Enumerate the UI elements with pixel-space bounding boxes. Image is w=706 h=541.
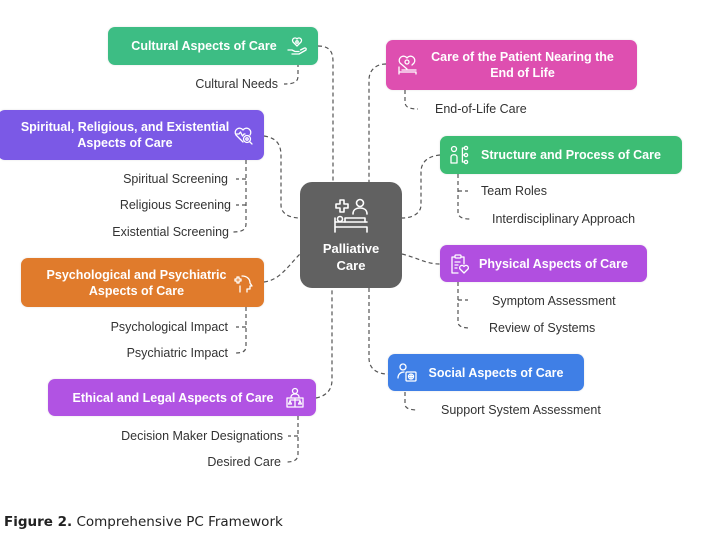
connector-hub-structure — [401, 154, 441, 219]
connector-support-system — [404, 392, 419, 411]
hub-title-line2: Care — [336, 258, 366, 273]
heart-patient-bed-icon — [396, 54, 418, 76]
figure-title: Comprehensive PC Framework — [76, 514, 283, 530]
branch-cultural-aspects[interactable]: Cultural Aspects of Care — [108, 27, 318, 65]
clipboard-heart-icon — [448, 253, 470, 275]
branch-structure-process[interactable]: Structure and Process of Care — [440, 136, 682, 174]
person-network-icon — [448, 144, 470, 166]
heart-search-icon — [232, 124, 254, 146]
branch-title: Cultural Aspects of Care — [131, 39, 277, 53]
connector-spiritual-items — [231, 160, 247, 233]
branch-physical-aspects[interactable]: Physical Aspects of Care — [440, 245, 647, 282]
hub-title-line1: Palliative — [322, 241, 380, 256]
branch-title-line1: Care of the Patient Nearing the — [431, 50, 614, 64]
branch-title-line1: Psychological and Psychiatric — [46, 267, 227, 282]
branch-spiritual-aspects[interactable]: Spiritual, Religious, and Existential As… — [0, 110, 264, 160]
connector-hub-physical — [401, 253, 441, 265]
branch-title-line2: Aspects of Care — [88, 283, 185, 298]
branch-psychological-aspects[interactable]: Psychological and Psychiatric Aspects of… — [21, 258, 264, 307]
leaf-spiritual-screening: Spiritual Screening — [123, 172, 228, 186]
person-scales-icon — [284, 387, 306, 409]
branch-title-line2: Aspects of Care — [77, 136, 173, 150]
connector-hub-cultural — [317, 45, 334, 182]
branch-title-line1: Spiritual, Religious, and Existential — [20, 120, 230, 134]
heart-in-hand-icon — [286, 35, 308, 57]
leaf-support-system-assessment: Support System Assessment — [441, 403, 601, 417]
leaf-end-of-life-care: End-of-Life Care — [435, 102, 527, 116]
leaf-team-roles: Team Roles — [481, 184, 547, 198]
branch-ethical-legal-aspects[interactable]: Ethical and Legal Aspects of Care — [48, 379, 316, 416]
leaf-interdisciplinary-approach: Interdisciplinary Approach — [492, 212, 636, 226]
branch-title: Structure and Process of Care — [481, 148, 661, 162]
connector-cultural-needs — [283, 63, 299, 85]
leaf-cultural-needs: Cultural Needs — [195, 77, 278, 91]
leaf-existential-screening: Existential Screening — [112, 225, 229, 239]
hospital-bed-icon — [334, 198, 368, 233]
head-health-icon — [232, 272, 254, 294]
leaf-psychological-impact: Psychological Impact — [110, 320, 228, 334]
leaf-religious-screening: Religious Screening — [119, 198, 231, 212]
hub-palliative-care[interactable]: Palliative Care — [300, 182, 402, 288]
connector-endoflife-care — [404, 90, 419, 110]
person-medical-icon — [396, 362, 418, 384]
branch-title: Ethical and Legal Aspects of Care — [72, 390, 274, 405]
figure-label: Figure 2. — [4, 514, 73, 530]
branch-title: Physical Aspects of Care — [479, 256, 628, 271]
connector-hub-endoflife — [368, 63, 387, 182]
branch-title: Social Aspects of Care — [428, 365, 564, 380]
leaf-review-of-systems: Review of Systems — [489, 321, 596, 335]
branch-end-of-life-care[interactable]: Care of the Patient Nearing the End of L… — [386, 40, 637, 90]
leaf-desired-care: Desired Care — [207, 455, 281, 469]
connector-ethical-items — [285, 416, 299, 463]
connector-hub-social — [368, 288, 389, 375]
connector-psych-items — [233, 307, 247, 354]
leaf-psychiatric-impact: Psychiatric Impact — [126, 346, 228, 360]
leaf-decision-maker-designations: Decision Maker Designations — [121, 429, 283, 443]
leaf-symptom-assessment: Symptom Assessment — [492, 294, 616, 308]
branch-social-aspects[interactable]: Social Aspects of Care — [388, 354, 584, 391]
connector-hub-ethical — [315, 288, 333, 399]
branch-title-line2: End of Life — [490, 66, 555, 80]
connector-physical-items — [457, 282, 471, 329]
connector-hub-spiritual — [263, 135, 301, 219]
figure-caption: Figure 2. Comprehensive PC Framework — [4, 514, 283, 530]
connector-hub-psychological — [263, 253, 301, 283]
connector-structure-items — [457, 174, 471, 220]
